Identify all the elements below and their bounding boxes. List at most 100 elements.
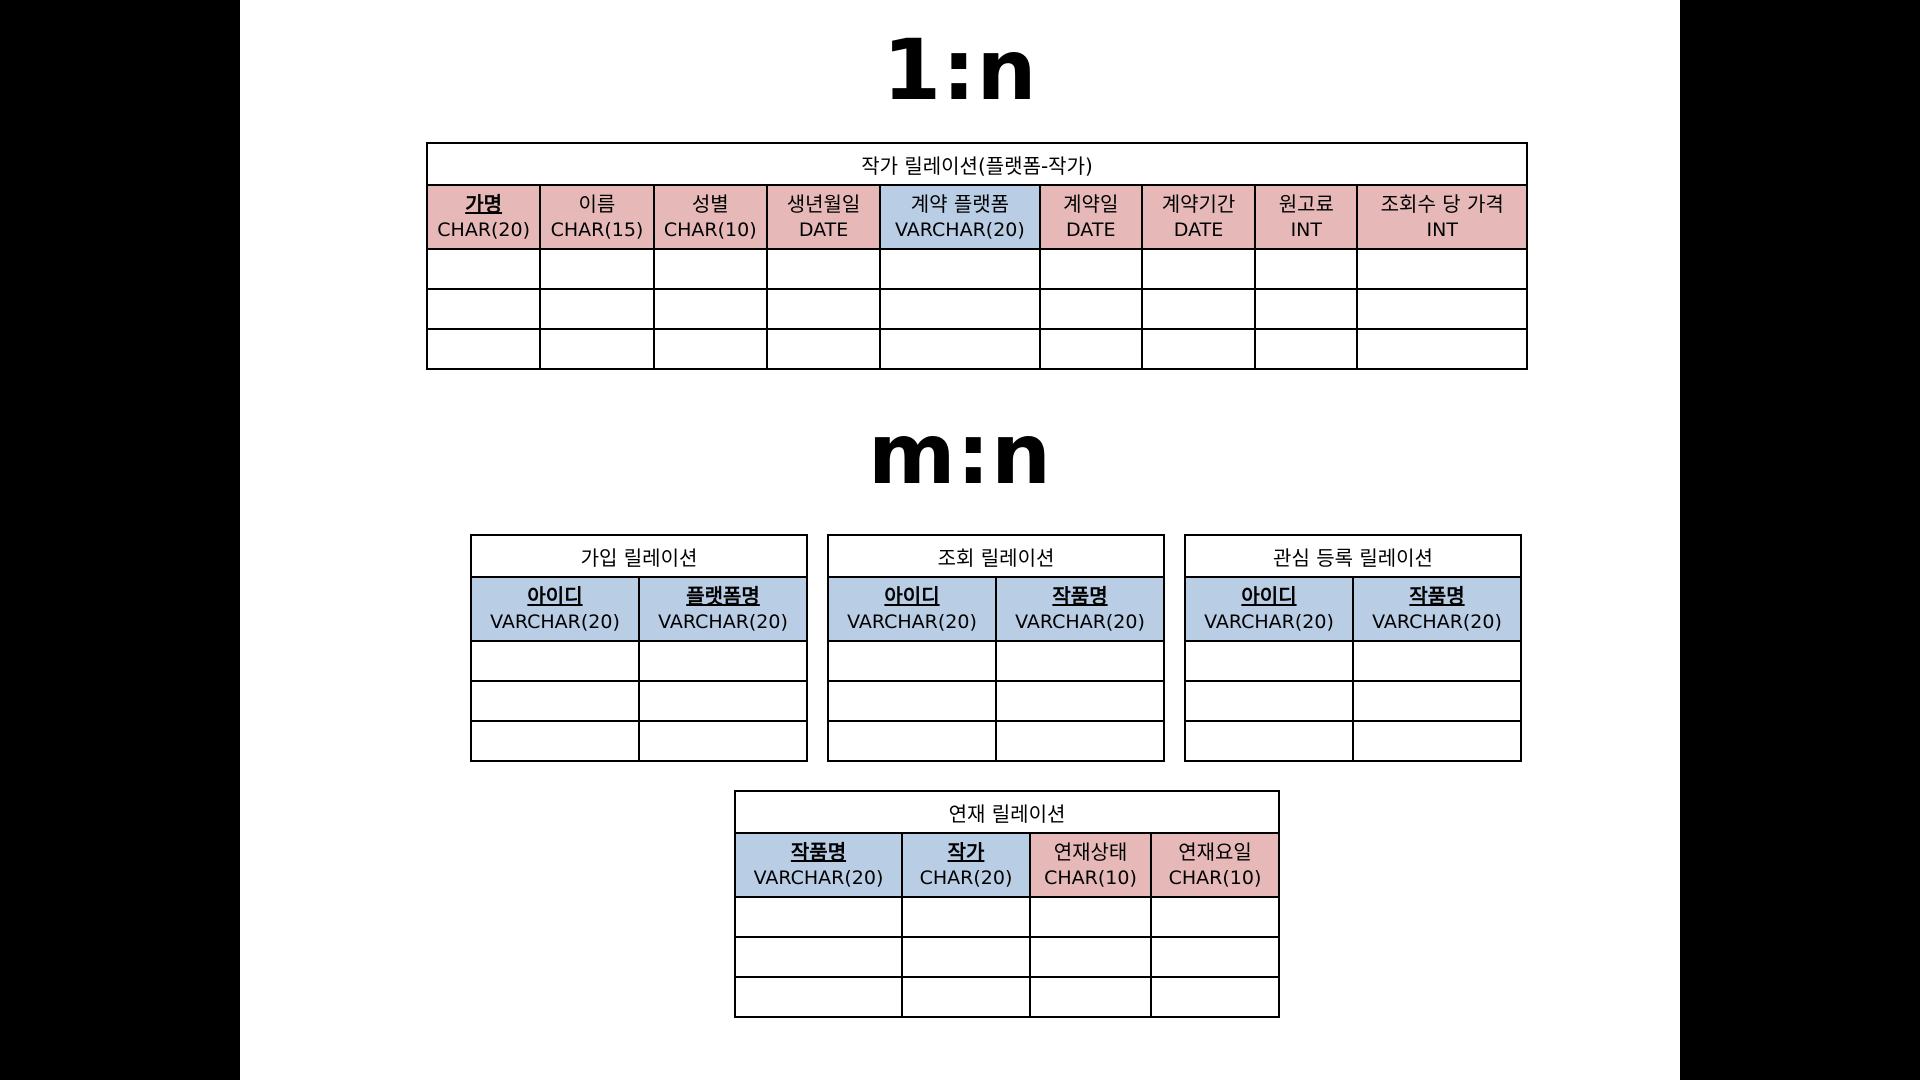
column-name: 연재요일 xyxy=(1178,840,1252,864)
column-type: CHAR(15) xyxy=(550,219,644,241)
column-type: CHAR(20) xyxy=(919,867,1013,889)
table-cell xyxy=(734,976,903,1018)
table-cell xyxy=(901,896,1031,938)
table-cell xyxy=(539,288,655,330)
table-row xyxy=(827,680,1166,722)
table-row xyxy=(734,976,1281,1018)
table-cell xyxy=(994,720,1166,762)
table-cell xyxy=(1029,976,1152,1018)
table-row xyxy=(1184,680,1523,722)
table-cell xyxy=(1038,248,1143,290)
table-cell xyxy=(1356,328,1528,370)
table-row xyxy=(1184,640,1523,682)
column-header: 계약일 DATE xyxy=(1038,184,1143,250)
column-name: 생년월일 xyxy=(786,192,861,216)
column-header: 조회수 당 가격 INT xyxy=(1356,184,1528,250)
table-row xyxy=(734,936,1281,978)
table-cell xyxy=(637,640,809,682)
table-cell xyxy=(1149,896,1281,938)
table-cell xyxy=(994,680,1166,722)
table-cell xyxy=(470,640,640,682)
table-cell xyxy=(652,288,768,330)
column-type: VARCHAR(20) xyxy=(490,611,620,633)
table-cell xyxy=(734,936,903,978)
table-cell xyxy=(470,680,640,722)
table-cell xyxy=(539,248,655,290)
column-type: CHAR(10) xyxy=(663,219,757,241)
table-cell xyxy=(652,248,768,290)
column-type: VARCHAR(20) xyxy=(658,611,788,633)
table-cell xyxy=(901,936,1031,978)
table-cell xyxy=(1351,720,1523,762)
table-cell xyxy=(1029,896,1152,938)
table-row xyxy=(1184,720,1523,762)
column-name: 조회수 당 가격 xyxy=(1380,192,1504,216)
column-type: VARCHAR(20) xyxy=(1015,611,1145,633)
column-type: DATE xyxy=(1066,219,1116,241)
table-cell xyxy=(827,640,997,682)
column-name: 작품명 xyxy=(1409,584,1465,608)
table-title: 가입 릴레이션 xyxy=(469,534,809,578)
column-name: 작품명 xyxy=(790,840,847,864)
column-name: 계약일 xyxy=(1063,192,1119,216)
table-cell xyxy=(879,248,1041,290)
heading-one-to-n: 1:n xyxy=(882,21,1038,119)
table-title: 관심 등록 릴레이션 xyxy=(1183,534,1523,578)
table-row xyxy=(425,248,1528,290)
table-cell xyxy=(1184,680,1354,722)
table-cell xyxy=(1254,248,1359,290)
table-cell xyxy=(994,640,1166,682)
table-cell xyxy=(425,248,542,290)
table-cell xyxy=(652,328,768,370)
table-row xyxy=(470,680,809,722)
table-cell xyxy=(1254,328,1359,370)
table-cell xyxy=(1356,248,1528,290)
table-cell xyxy=(425,288,542,330)
table-cell xyxy=(1351,640,1523,682)
column-type: DATE xyxy=(1173,219,1224,241)
column-type: VARCHAR(20) xyxy=(847,611,977,633)
table-row xyxy=(425,328,1528,370)
table-title: 조회 릴레이션 xyxy=(826,534,1166,578)
table-cell xyxy=(901,976,1031,1018)
table-cell xyxy=(470,720,640,762)
table-cell xyxy=(879,288,1041,330)
column-name: 연재상태 xyxy=(1053,840,1128,864)
table-cell xyxy=(879,328,1041,370)
column-name: 작품명 xyxy=(1052,584,1108,608)
table-cell xyxy=(1140,328,1257,370)
table-cell xyxy=(1038,328,1143,370)
table-cell xyxy=(827,680,997,722)
table-cell xyxy=(1038,288,1143,330)
column-header: 작가 CHAR(20) xyxy=(901,832,1031,898)
table-cell xyxy=(1356,288,1528,330)
table-cell xyxy=(1351,680,1523,722)
column-type: CHAR(20) xyxy=(437,219,531,241)
column-header: 작품명 VARCHAR(20) xyxy=(994,576,1166,642)
table-cell xyxy=(637,680,809,722)
table-cell xyxy=(1184,640,1354,682)
table-cell xyxy=(765,248,882,290)
column-name: 원고료 xyxy=(1278,192,1334,216)
table-cell xyxy=(637,720,809,762)
column-header: 연재상태 CHAR(10) xyxy=(1029,832,1152,898)
table-cell xyxy=(539,328,655,370)
column-type: DATE xyxy=(798,219,849,241)
table-cell xyxy=(1254,288,1359,330)
column-name: 작가 xyxy=(947,840,985,864)
table-cell xyxy=(1149,976,1281,1018)
table-row xyxy=(470,720,809,762)
column-type: CHAR(10) xyxy=(1044,867,1137,889)
column-type: INT xyxy=(1426,219,1458,241)
